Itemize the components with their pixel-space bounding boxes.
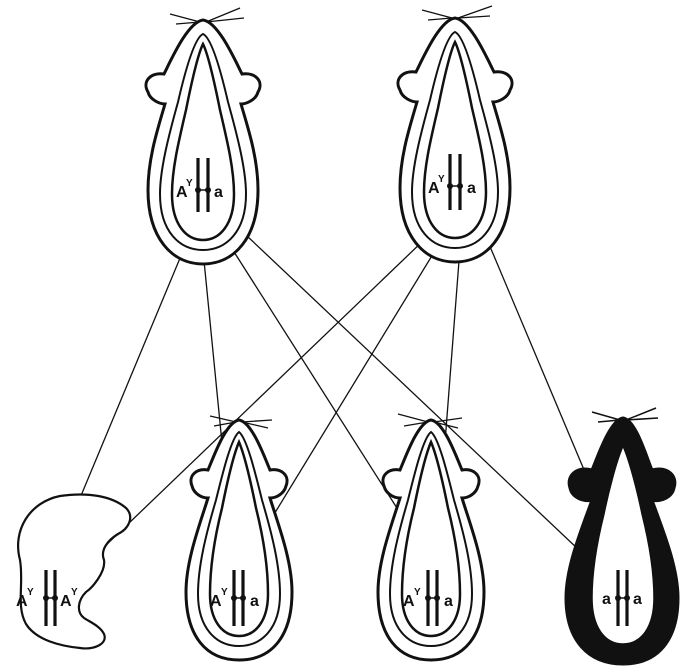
line-p1-to-o4 bbox=[227, 217, 617, 586]
mouse-body-inner-core bbox=[400, 438, 462, 638]
allele-left-sup: Y bbox=[27, 587, 34, 598]
chromosome-pair bbox=[195, 158, 211, 212]
offspring-mouse-black: a a bbox=[564, 407, 680, 666]
allele-right-base: a bbox=[214, 184, 223, 201]
offspring-mouse-white-2: A Y a bbox=[376, 413, 486, 662]
allele-right-base: A bbox=[60, 593, 72, 610]
offspring-embryo: A Y A Y bbox=[16, 493, 132, 650]
chromosome-pair bbox=[43, 570, 58, 626]
mouse-body-inner-core bbox=[170, 41, 236, 242]
mouse-body-outline bbox=[396, 16, 514, 264]
parent-mouse-right: A Y a bbox=[396, 5, 514, 264]
allele-right-base: a bbox=[633, 591, 642, 608]
inheritance-lines bbox=[49, 214, 623, 596]
allele-right-sup: Y bbox=[71, 587, 78, 598]
allele-left-base: A bbox=[176, 184, 188, 201]
allele-left-base: A bbox=[403, 593, 415, 610]
allele-right-base: a bbox=[467, 180, 476, 197]
offspring-mouse-white-1: A Y a bbox=[184, 415, 294, 662]
whiskers-icon bbox=[169, 7, 245, 25]
allele-right-base: a bbox=[444, 593, 453, 610]
chromosome-pair bbox=[615, 570, 630, 626]
allele-left-sup: Y bbox=[221, 587, 228, 598]
mouse-body-outline bbox=[184, 418, 294, 662]
mouse-body-inner-band bbox=[196, 430, 282, 648]
mouse-body-inner-core bbox=[422, 39, 488, 240]
parent-mouse-left: A Y a bbox=[144, 7, 262, 266]
mouse-body-inner-band bbox=[410, 30, 500, 250]
chromosome-pair bbox=[231, 570, 246, 626]
whiskers-icon bbox=[421, 5, 493, 21]
embryo-outline bbox=[17, 493, 132, 650]
allele-right-base: a bbox=[250, 593, 259, 610]
mouse-body-outline bbox=[376, 418, 486, 662]
chromosome-pair bbox=[447, 154, 463, 210]
mouse-body-inner-band bbox=[388, 430, 474, 648]
mouse-body-inner-core bbox=[208, 438, 270, 638]
chromosome-pair bbox=[425, 570, 440, 626]
allele-left-base: A bbox=[428, 180, 440, 197]
allele-left-sup: Y bbox=[414, 587, 421, 598]
allele-left-sup: Y bbox=[438, 174, 445, 185]
mouse-body-inner-band bbox=[158, 32, 248, 252]
line-p1-to-o3 bbox=[214, 221, 431, 561]
allele-left-base: A bbox=[210, 593, 222, 610]
allele-left-sup: Y bbox=[186, 178, 193, 189]
allele-left-base: a bbox=[602, 591, 611, 608]
allele-left-base: A bbox=[16, 593, 28, 610]
mouse-body-inner-core bbox=[591, 444, 655, 645]
mouse-body-outline bbox=[144, 18, 262, 266]
